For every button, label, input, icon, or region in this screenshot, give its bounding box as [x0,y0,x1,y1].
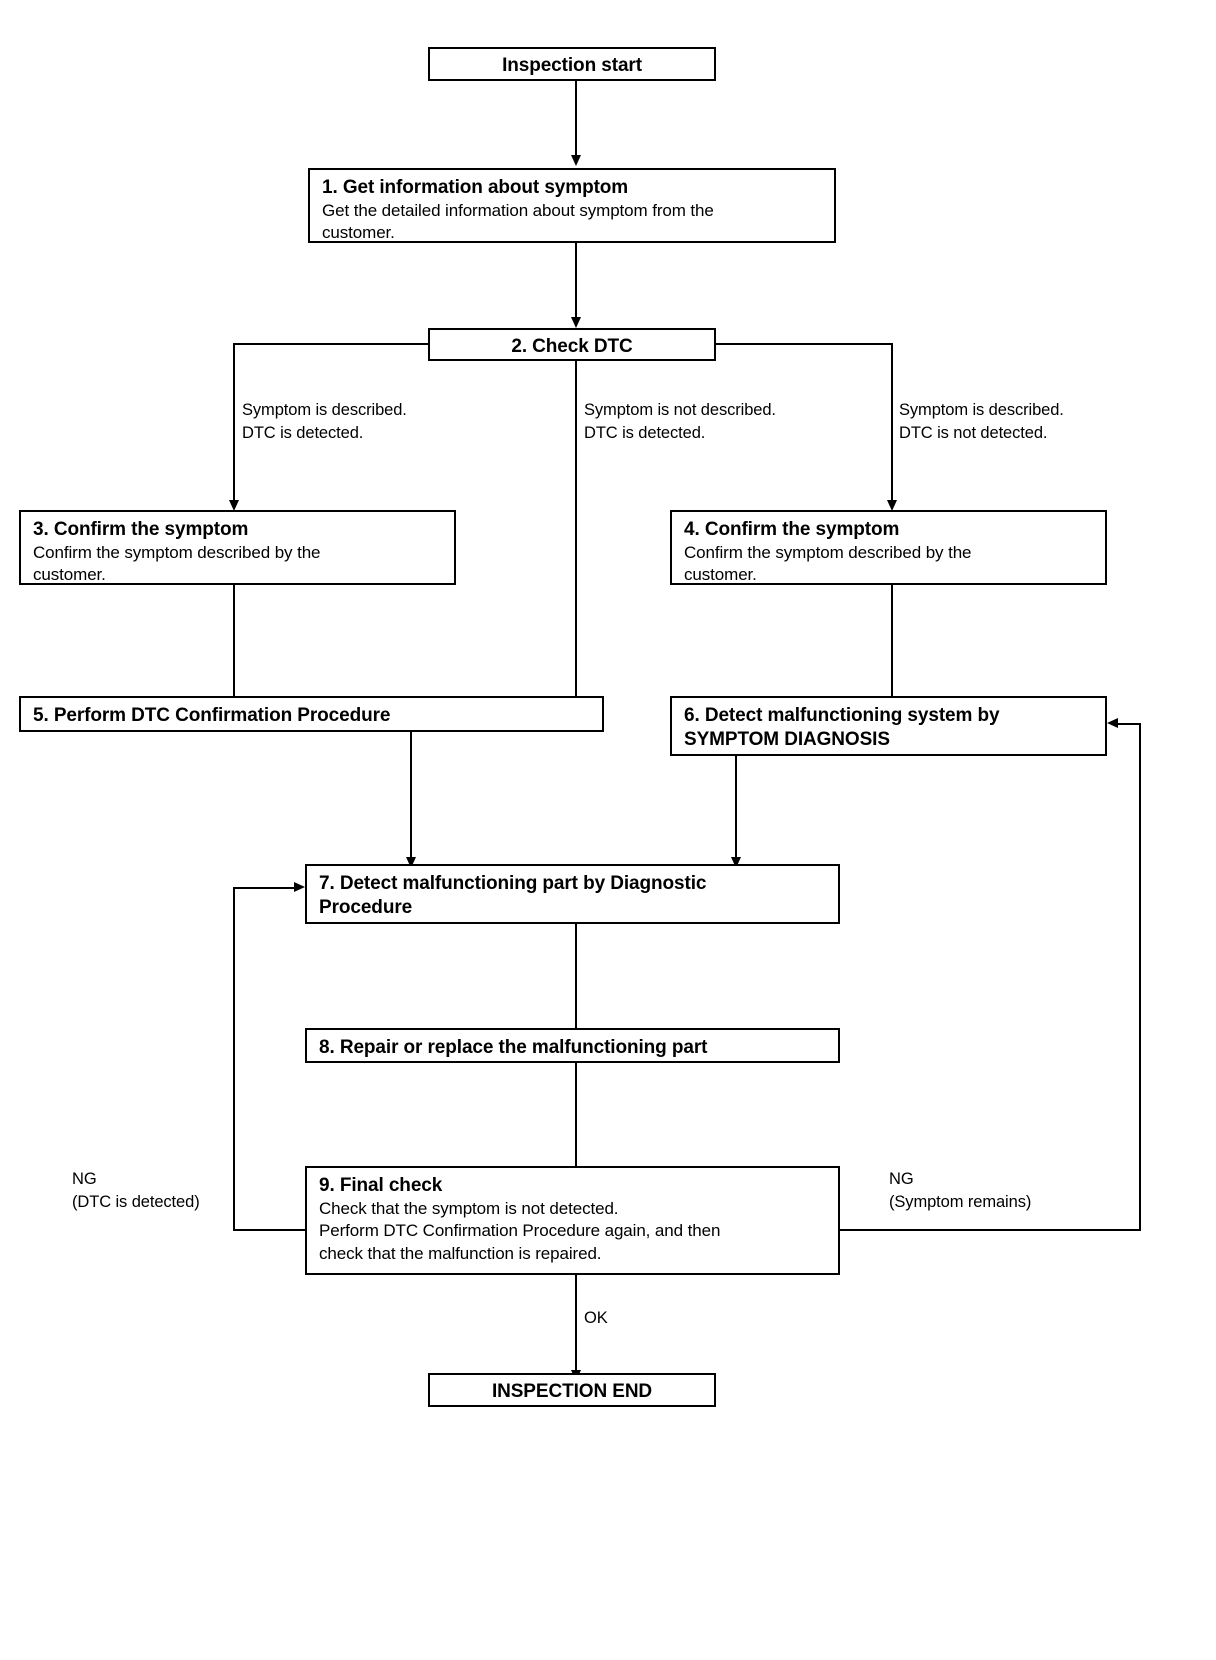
node-step-2[interactable]: 2. Check DTC [428,328,716,361]
node-inspection-start-label: Inspection start [502,55,642,76]
edge-step1-to-step2-arrowhead [571,317,581,328]
node-step-5[interactable]: 5. Perform DTC Confirmation Procedure [19,696,604,732]
node-step-2-title: 2. Check DTC [511,336,633,357]
node-step-7[interactable]: 7. Detect malfunctioning part by Diagnos… [305,864,840,924]
node-step-8-title: 8. Repair or replace the malfunctioning … [319,1037,708,1058]
edge-ng-left-horizontal-to-step7 [233,887,295,889]
edge-step2-branch-right-horizontal [714,343,893,345]
edge-ng-right-vertical [1139,723,1141,1231]
edge-ok-vertical [575,1275,577,1373]
edge-step2-branch-right-vertical [891,343,893,503]
edge-ng-left-horizontal-from-step9 [233,1229,307,1231]
edge-ng-left-arrowhead [294,882,305,892]
edge-label-branch-left: Symptom is described. DTC is detected. [242,401,407,443]
node-step-1-title: 1. Get information about symptom [322,177,629,198]
edge-label-ng-left: NG (DTC is detected) [72,1170,200,1212]
edge-step2-branch-left-horizontal [233,343,430,345]
edge-step2-branch-left-arrowhead [229,500,239,511]
edge-step2-branch-left-vertical [233,343,235,503]
edge-ng-left-vertical [233,887,235,1231]
edge-step6-to-step7 [735,756,737,860]
node-step-6[interactable]: 6. Detect malfunctioning system by SYMPT… [670,696,1107,756]
node-step-7-title: 7. Detect malfunctioning part by Diagnos… [319,873,707,919]
node-step-9[interactable]: 9. Final check Check that the symptom is… [305,1166,840,1275]
node-step-9-body: Check that the symptom is not detected. … [319,1199,721,1263]
node-step-3-title: 3. Confirm the symptom [33,519,249,540]
edge-start-to-step1 [575,81,577,157]
edge-step4-to-step6 [891,585,893,701]
edge-start-to-step1-arrowhead [571,155,581,166]
edge-step2-branch-right-arrowhead [887,500,897,511]
edge-step1-to-step2 [575,243,577,319]
node-step-3-body: Confirm the symptom described by the cus… [33,543,321,585]
edge-ng-right-horizontal-to-step6 [1118,723,1141,725]
node-step-1-body: Get the detailed information about sympt… [322,201,714,243]
edge-step5-to-step7-arrowhead [406,857,416,868]
edge-step2-branch-middle-vertical [575,361,577,701]
node-step-4[interactable]: 4. Confirm the symptom Confirm the sympt… [670,510,1107,585]
edge-label-branch-middle: Symptom is not described. DTC is detecte… [584,401,776,443]
edge-ng-right-horizontal-from-step9 [838,1229,1141,1231]
edge-ng-right-arrowhead [1107,718,1118,728]
node-inspection-end[interactable]: INSPECTION END [428,1373,716,1407]
edge-step6-to-step7-arrowhead [731,857,741,868]
node-step-4-body: Confirm the symptom described by the cus… [684,543,972,585]
edge-label-ok: OK [584,1309,608,1327]
node-inspection-start[interactable]: Inspection start [428,47,716,81]
edge-step7-to-step8 [575,924,577,1032]
edge-step5-to-step7 [410,732,412,860]
node-step-1[interactable]: 1. Get information about symptom Get the… [308,168,836,243]
node-step-3[interactable]: 3. Confirm the symptom Confirm the sympt… [19,510,456,585]
edge-step8-to-step9 [575,1063,577,1169]
edge-label-branch-right: Symptom is described. DTC is not detecte… [899,401,1064,443]
node-step-5-title: 5. Perform DTC Confirmation Procedure [33,705,391,726]
node-step-9-title: 9. Final check [319,1175,443,1196]
node-step-8[interactable]: 8. Repair or replace the malfunctioning … [305,1028,840,1063]
edge-label-ng-right: NG (Symptom remains) [889,1170,1032,1212]
node-step-6-title: 6. Detect malfunctioning system by SYMPT… [684,705,1000,751]
edge-step3-to-step5 [233,585,235,701]
node-step-4-title: 4. Confirm the symptom [684,519,900,540]
node-inspection-end-label: INSPECTION END [491,1381,653,1402]
